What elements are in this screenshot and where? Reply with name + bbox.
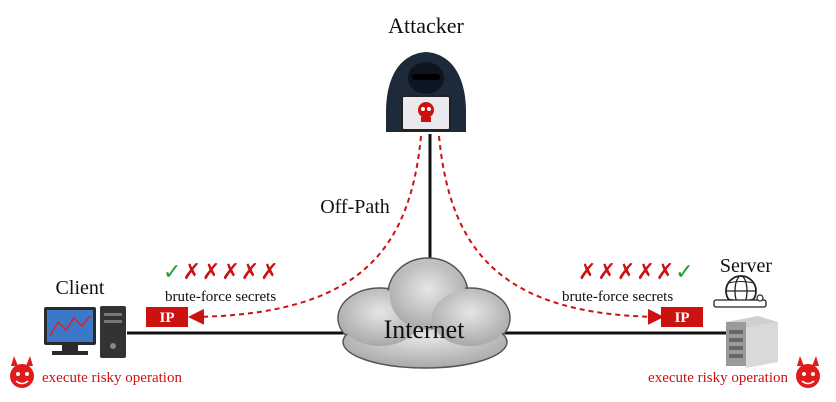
failed-x-mark: ✗ [597, 260, 616, 285]
desktop-computer-icon [44, 306, 126, 358]
success-check-mark: ✓ [163, 260, 182, 285]
skull-icon [418, 102, 434, 122]
failed-x-mark: ✗ [260, 260, 279, 285]
globe-icon [713, 275, 767, 308]
cloud-icon [337, 257, 511, 369]
attack-path-left [188, 135, 422, 325]
left-brute-force-caption: brute-force secrets [165, 289, 276, 305]
failed-x-mark: ✗ [221, 260, 240, 285]
left-ip-packet: IP [146, 307, 188, 327]
left-ip-packet-label: IP [160, 310, 175, 326]
server-label: Server [720, 255, 773, 277]
off-path-label: Off-Path [320, 196, 390, 218]
right-ip-packet: IP [661, 307, 703, 327]
attack-path-right [438, 135, 664, 325]
server-rack-icon [726, 316, 778, 368]
client-label: Client [56, 277, 105, 299]
devil-icon [796, 356, 820, 388]
failed-x-mark: ✗ [202, 260, 221, 285]
right-ip-packet-label: IP [675, 310, 690, 326]
internet-label: Internet [384, 315, 466, 344]
failed-x-mark: ✗ [241, 260, 260, 285]
attacker-label: Attacker [388, 13, 464, 38]
left-risky-operation: execute risky operation [42, 370, 182, 386]
failed-x-mark: ✗ [182, 260, 201, 285]
failed-x-mark: ✗ [617, 260, 636, 285]
hacker-icon [386, 52, 466, 132]
right-attempt-marks: ✗✗✗✗✗✓ [578, 260, 695, 285]
success-check-mark: ✓ [675, 260, 694, 285]
right-brute-force-caption: brute-force secrets [562, 289, 673, 305]
failed-x-mark: ✗ [578, 260, 597, 285]
failed-x-mark: ✗ [636, 260, 655, 285]
left-attempt-marks: ✓✗✗✗✗✗ [163, 260, 280, 285]
right-risky-operation: execute risky operation [648, 370, 788, 386]
devil-icon [10, 356, 34, 388]
failed-x-mark: ✗ [656, 260, 675, 285]
